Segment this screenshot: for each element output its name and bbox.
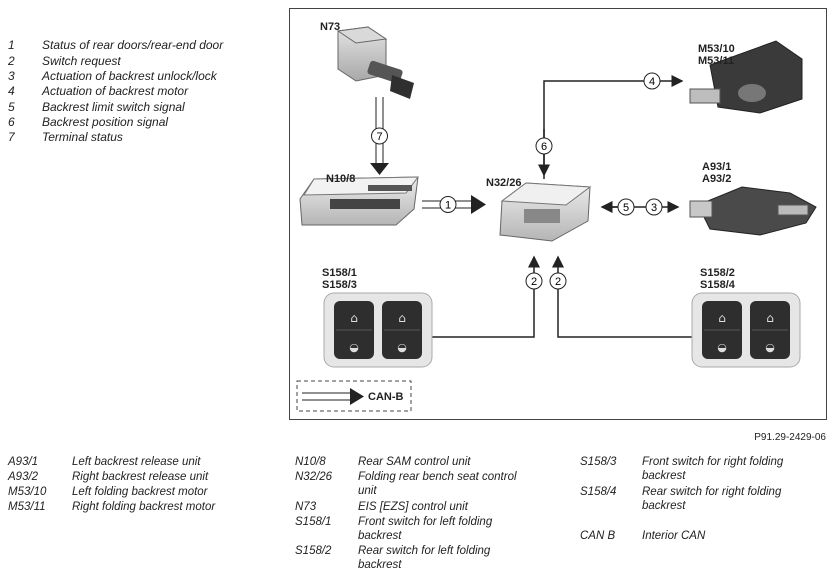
signal-marker-5: 5: [617, 198, 635, 216]
label-m53-10: M53/10: [698, 43, 735, 55]
key-description: Interior CAN: [642, 530, 706, 542]
key-description: Left folding backrest motor: [72, 486, 208, 498]
signal-marker-7: 7: [371, 127, 388, 145]
legend-number: 1: [8, 38, 15, 52]
key-description: Right folding backrest motor: [72, 501, 216, 513]
key-description: Left backrest release unit: [72, 456, 201, 468]
key-code: M53/11: [8, 501, 46, 513]
key-code: CAN B: [580, 530, 616, 542]
key-code: S158/3: [580, 456, 617, 468]
backrest-release-unit-icon: [689, 186, 817, 236]
svg-text:7: 7: [376, 131, 382, 143]
svg-text:5: 5: [623, 202, 629, 214]
label-a93-1: A93/1: [702, 161, 732, 173]
legend-text: Backrest position signal: [42, 115, 169, 129]
legend-number: 4: [8, 84, 15, 98]
signal-marker-2: 2: [549, 272, 567, 290]
can-b-legend: [296, 380, 412, 412]
key-code: A93/1: [8, 456, 39, 468]
svg-text:2: 2: [531, 276, 537, 288]
legend-text: Backrest limit switch signal: [42, 100, 185, 114]
signal-marker-4: 4: [643, 72, 661, 90]
legend-text: Status of rear doors/rear-end door: [42, 38, 224, 52]
svg-text:◒: ◒: [765, 341, 775, 354]
svg-text:6: 6: [541, 141, 547, 153]
label-n10-8: N10/8: [326, 173, 356, 185]
signal-arrow-2-left: [432, 255, 540, 338]
key-code: N73: [295, 501, 317, 513]
legend-number: 2: [8, 54, 15, 68]
legend-text: Actuation of backrest unlock/lock: [42, 69, 217, 83]
signal-marker-2: 2: [525, 272, 543, 290]
svg-text:⌂: ⌂: [718, 311, 726, 325]
legend-number: 6: [8, 115, 15, 129]
svg-text:4: 4: [649, 76, 655, 88]
svg-text:2: 2: [555, 276, 561, 288]
legend-number: 5: [8, 100, 15, 114]
legend-text: Switch request: [42, 54, 121, 68]
key-code: M53/10: [8, 486, 47, 498]
key-code: A93/2: [8, 471, 39, 483]
label-s158-2: S158/2: [700, 267, 735, 279]
svg-text:◒: ◒: [717, 341, 727, 354]
key-code: S158/2: [295, 545, 332, 557]
key-description: Right backrest release unit: [72, 471, 209, 483]
network-diagram: 7 1 4: [289, 8, 827, 420]
right-switch-panel-icon: ⌂ ⌂ ◒ ◒: [691, 292, 801, 368]
label-n32-26: N32/26: [486, 177, 522, 189]
backrest-motor-icon: [689, 40, 803, 114]
label-s158-1: S158/1: [322, 267, 357, 279]
svg-text:⌂: ⌂: [766, 311, 774, 325]
key-code: N10/8: [295, 456, 326, 468]
figure-reference: P91.29-2429-06: [754, 432, 826, 443]
signal-marker-6: 6: [535, 137, 553, 155]
legend-number: 3: [8, 69, 15, 83]
label-a93-2: A93/2: [702, 173, 732, 185]
key-description: Front switch for right folding backrest: [642, 456, 784, 482]
legend-text: Terminal status: [42, 130, 123, 144]
folding-seat-module-icon: [499, 182, 592, 242]
svg-text:◒: ◒: [397, 341, 407, 354]
legend-text: Actuation of backrest motor: [42, 84, 189, 98]
key-description: Front switch for left folding backrest: [358, 516, 493, 542]
key-code: S158/1: [295, 516, 332, 528]
left-switch-panel-icon: ⌂ ⌂ ◒ ◒: [323, 292, 433, 368]
signal-marker-1: 1: [439, 196, 457, 213]
ignition-switch-icon: [336, 26, 414, 99]
label-m53-11: M53/11: [698, 55, 735, 67]
key-description: Rear switch for right folding backrest: [642, 486, 782, 512]
key-code: N32/26: [295, 471, 333, 483]
label-s158-3: S158/3: [322, 279, 357, 291]
svg-text:⌂: ⌂: [350, 311, 358, 325]
label-can-b: CAN-B: [368, 391, 404, 403]
rear-sam-module-icon: [299, 176, 420, 226]
svg-text:⌂: ⌂: [398, 311, 406, 325]
label-s158-4: S158/4: [700, 279, 735, 291]
key-description: EIS [EZS] control unit: [358, 501, 468, 513]
key-code: S158/4: [580, 486, 617, 498]
signal-arrow-4-6: [538, 75, 684, 179]
label-n73: N73: [320, 21, 341, 33]
key-description: Rear SAM control unit: [358, 456, 471, 468]
signal-arrow-2-right: [552, 255, 692, 338]
diagram-canvas: 7 1 4: [296, 26, 817, 412]
key-description: Folding rear bench seat control unit: [358, 471, 517, 497]
svg-text:3: 3: [651, 202, 657, 214]
svg-text:◒: ◒: [349, 341, 359, 354]
key-description: Rear switch for left folding backrest: [358, 545, 491, 571]
svg-text:1: 1: [445, 200, 451, 212]
signal-marker-3: 3: [645, 198, 663, 216]
legend-number: 7: [8, 130, 15, 144]
